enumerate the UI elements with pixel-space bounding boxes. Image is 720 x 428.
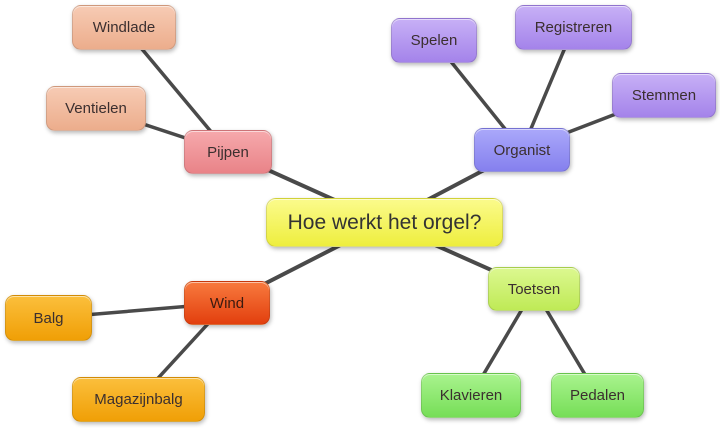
topic-klavieren[interactable]: Klavieren: [421, 373, 521, 418]
topic-organist[interactable]: Organist: [474, 128, 570, 172]
central-topic[interactable]: Hoe werkt het orgel?: [266, 198, 503, 247]
topic-spelen[interactable]: Spelen: [391, 18, 477, 63]
topic-balg-label: Balg: [33, 309, 64, 327]
topic-windlade[interactable]: Windlade: [72, 5, 176, 50]
topic-windlade-label: Windlade: [92, 19, 156, 36]
topic-organist-label: Organist: [493, 141, 551, 159]
topic-stemmen-label: Stemmen: [631, 87, 697, 104]
topic-spelen-label: Spelen: [410, 32, 458, 49]
topic-magazijnbalg-label: Magazijnbalg: [94, 391, 183, 408]
topic-wind-label: Wind: [209, 294, 245, 312]
topic-registreren[interactable]: Registreren: [515, 5, 632, 50]
topic-pedalen[interactable]: Pedalen: [551, 373, 644, 418]
topic-stemmen[interactable]: Stemmen: [612, 73, 716, 118]
topic-wind[interactable]: Wind: [184, 281, 270, 325]
topic-registreren-label: Registreren: [534, 19, 613, 36]
topic-pedalen-label: Pedalen: [569, 387, 626, 404]
topic-toetsen[interactable]: Toetsen: [488, 267, 580, 311]
topic-balg[interactable]: Balg: [5, 295, 92, 341]
topic-pijpen[interactable]: Pijpen: [184, 130, 272, 174]
topic-magazijnbalg[interactable]: Magazijnbalg: [72, 377, 205, 422]
topic-ventielen[interactable]: Ventielen: [46, 86, 146, 131]
topic-klavieren-label: Klavieren: [439, 387, 503, 404]
topic-toetsen-label: Toetsen: [507, 280, 561, 298]
topic-pijpen-label: Pijpen: [207, 143, 249, 161]
topic-ventielen-label: Ventielen: [65, 100, 127, 117]
central-topic-label: Hoe werkt het orgel?: [287, 210, 482, 234]
